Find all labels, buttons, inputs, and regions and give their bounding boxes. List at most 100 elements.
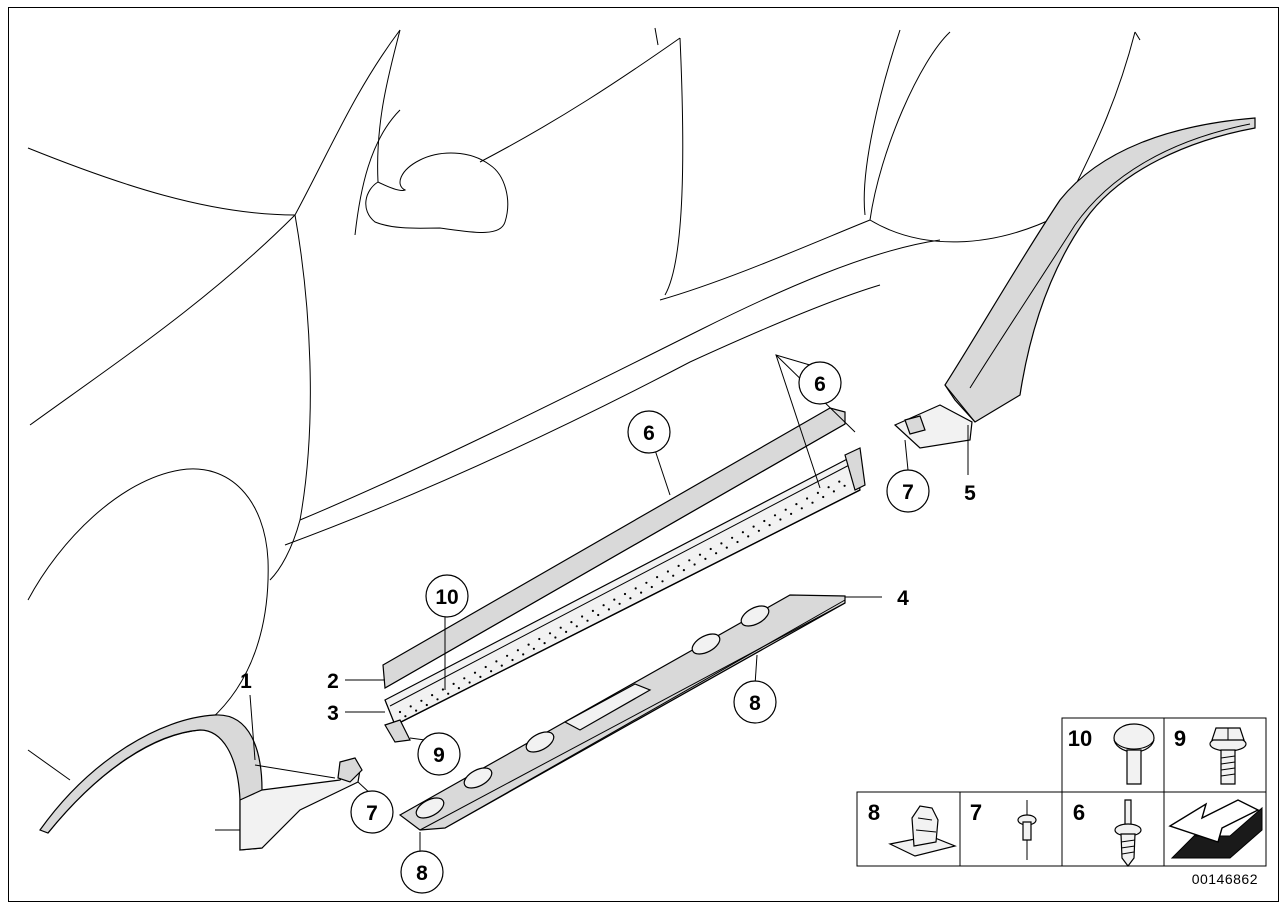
perforation-dot <box>773 514 777 517</box>
perforation-dot <box>656 576 659 579</box>
perforation-dot <box>495 660 498 663</box>
sill-cover-clip-slots <box>415 605 770 819</box>
perforation-dot <box>425 703 428 707</box>
svg-text:6: 6 <box>814 373 826 396</box>
drawing-number: 00146862 <box>1192 871 1258 887</box>
legend-cell-6: 6 <box>1073 799 1142 867</box>
perforation-dot <box>666 570 670 573</box>
perforation-dot <box>811 501 814 504</box>
perforation-dot <box>441 688 444 691</box>
perforation-dot <box>554 636 557 639</box>
perforation-dot <box>565 630 568 634</box>
fastener-legend: 10 9 8 7 <box>856 717 1267 867</box>
perforation-dot <box>559 626 562 629</box>
perforation-dot <box>822 495 825 499</box>
perforation-dot <box>704 557 707 561</box>
perforation-dot <box>752 525 755 528</box>
svg-text:8: 8 <box>749 692 761 715</box>
perforation-dot <box>790 512 793 516</box>
perforation-dot <box>816 491 820 494</box>
perforation-dot <box>436 698 439 701</box>
callout-6-top: 6 <box>798 361 842 405</box>
svg-text:10: 10 <box>1068 726 1092 751</box>
perforation-dot <box>645 581 648 584</box>
arrow-left-icon <box>1168 799 1263 859</box>
svg-text:10: 10 <box>435 586 458 609</box>
perforation-dot <box>420 699 423 702</box>
svg-text:7: 7 <box>970 800 982 825</box>
perforation-dot <box>409 705 412 708</box>
svg-text:3: 3 <box>327 702 339 725</box>
callout-7-right: 7 <box>886 469 930 513</box>
perforation-dot <box>784 508 787 511</box>
perforation-dot <box>640 591 643 594</box>
perforation-dot <box>404 715 407 718</box>
perforation-dot <box>763 519 766 523</box>
legend-cell-8: 8 <box>868 800 957 857</box>
svg-text:9: 9 <box>433 744 445 767</box>
perforation-dot <box>725 546 728 549</box>
car-body-outline <box>27 27 1171 781</box>
callout-6-mid: 6 <box>627 410 671 454</box>
svg-text:8: 8 <box>416 862 428 885</box>
perforation-dot <box>843 484 846 487</box>
perforation-dot <box>538 637 541 641</box>
perforation-dot <box>468 681 471 684</box>
callout-4: 4 <box>897 587 909 610</box>
perforation-dot <box>415 709 418 712</box>
perforation-dot <box>672 574 675 577</box>
part-sill-strip-upper <box>382 407 846 689</box>
perforation-dot <box>511 658 514 662</box>
perforation-dot <box>463 677 466 680</box>
perforation-dot <box>693 563 696 566</box>
perforation-dot <box>827 486 830 489</box>
perforation-dot <box>795 503 798 506</box>
hex-flange-bolt-icon <box>1209 727 1247 785</box>
perforation-dot <box>575 625 578 628</box>
perforation-dot <box>548 632 552 635</box>
perforation-dot <box>457 687 460 690</box>
perforation-dot <box>398 710 402 714</box>
callout-7-left: 7 <box>350 790 394 834</box>
part-sill-panel <box>384 447 866 743</box>
legend-cell-arrow <box>1168 799 1263 859</box>
part-rear-wheel-arch-trim <box>893 117 1256 449</box>
part-front-wheel-arch-trim <box>39 714 363 851</box>
perforation-dot <box>479 675 482 679</box>
perforation-dot <box>747 535 750 538</box>
legend-cell-7: 7 <box>970 800 1037 860</box>
perforation-dot <box>591 609 595 613</box>
perforation-dot <box>800 507 803 510</box>
svg-text:4: 4 <box>897 587 909 610</box>
perforation-dot <box>698 553 702 556</box>
perforation-dot <box>629 597 632 600</box>
perforation-dot <box>613 598 616 601</box>
perforation-dot <box>522 653 525 656</box>
callout-2: 2 <box>327 670 339 693</box>
legend-cell-10: 10 <box>1068 723 1155 785</box>
perforation-dot <box>543 642 546 645</box>
callout-9: 9 <box>417 732 461 776</box>
svg-text:8: 8 <box>868 800 880 825</box>
perforation-dot <box>661 580 664 583</box>
callout-3: 3 <box>327 702 339 725</box>
perforation-dot <box>570 621 573 624</box>
svg-text:6: 6 <box>643 422 655 445</box>
svg-text:1: 1 <box>240 670 252 693</box>
perforation-dot <box>720 542 723 545</box>
perforation-dot <box>484 665 487 669</box>
perforation-dot <box>688 559 691 562</box>
svg-text:9: 9 <box>1174 726 1186 751</box>
expanding-rivet-icon <box>1114 799 1142 867</box>
perforation-dot <box>634 587 637 590</box>
callout-1: 1 <box>240 670 252 693</box>
callout-5: 5 <box>964 482 976 505</box>
callout-8-lower: 8 <box>400 850 444 894</box>
perforation-dot <box>490 670 493 673</box>
sill-perforations <box>398 480 846 718</box>
legend-cell-9: 9 <box>1174 726 1247 785</box>
perforation-dot <box>618 602 621 605</box>
svg-text:7: 7 <box>366 802 378 825</box>
perforation-dot <box>650 585 653 589</box>
perforation-dot <box>597 613 600 617</box>
